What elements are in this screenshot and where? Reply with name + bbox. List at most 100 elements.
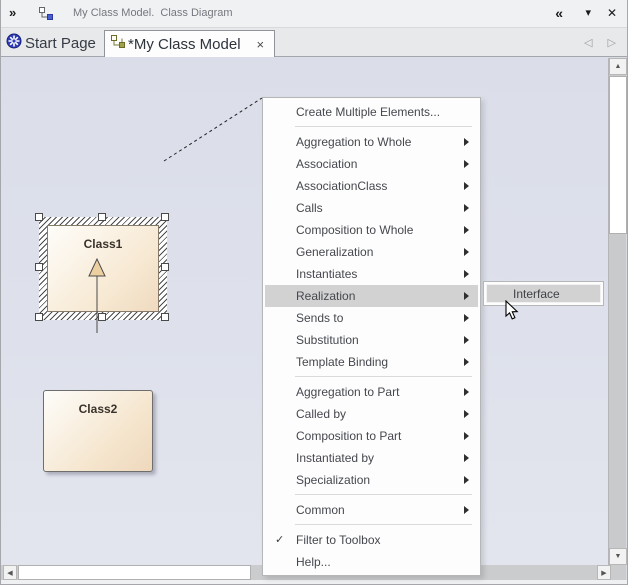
menu-item-sends-to[interactable]: Sends to: [265, 307, 478, 329]
menu-item-common[interactable]: Common: [265, 499, 478, 521]
resize-handle[interactable]: [161, 213, 169, 221]
submenu-arrow-icon: [464, 336, 469, 344]
tab-scroll-arrows-icon[interactable]: ◁ ▷: [584, 37, 622, 49]
dropdown-arrow-icon[interactable]: ▾: [585, 7, 591, 19]
submenu-arrow-icon: [464, 506, 469, 514]
menu-item-label: Instantiates: [296, 267, 358, 281]
resize-handle[interactable]: [98, 313, 106, 321]
resize-handle[interactable]: [35, 263, 43, 271]
menu-item-label: Realization: [296, 289, 356, 303]
submenu-arrow-icon: [464, 226, 469, 234]
tab-label[interactable]: *My Class Model: [128, 35, 241, 53]
vertical-scrollbar[interactable]: ▲ ▼: [608, 58, 627, 565]
menu-item-label: Generalization: [296, 245, 374, 259]
horizontal-scrollbar-thumb[interactable]: [18, 565, 251, 580]
menu-separator: [295, 126, 472, 127]
menu-item-composition-to-whole[interactable]: Composition to Whole: [265, 219, 478, 241]
start-page-icon: [6, 33, 22, 54]
status-strip: [1, 580, 627, 584]
menu-item-associationclass[interactable]: AssociationClass: [265, 175, 478, 197]
submenu-arrow-icon: [464, 248, 469, 256]
menu-item-called-by[interactable]: Called by: [265, 403, 478, 425]
class-name-label: Class2: [78, 402, 118, 416]
resize-handle[interactable]: [98, 213, 106, 221]
tab-start-page[interactable]: Start Page: [3, 30, 102, 57]
menu-item-label: AssociationClass: [296, 179, 388, 193]
submenu-arrow-icon: [464, 314, 469, 322]
window-title: My Class Model. Class Diagram: [73, 7, 233, 19]
menu-item-label: Filter to Toolbox: [296, 533, 381, 547]
submenu-arrow-icon: [464, 476, 469, 484]
submenu-arrow-icon: [464, 454, 469, 462]
menu-item-label: Aggregation to Part: [296, 385, 400, 399]
menu-item-create-multiple-elements[interactable]: Create Multiple Elements...: [265, 101, 478, 123]
menu-item-label: Calls: [296, 201, 323, 215]
resize-handle[interactable]: [35, 313, 43, 321]
submenu-arrow-icon: [464, 358, 469, 366]
menu-item-generalization[interactable]: Generalization: [265, 241, 478, 263]
class-diagram-icon: [111, 35, 125, 53]
tab-bar: Start Page *My Class Model × ◁ ▷: [1, 28, 627, 57]
submenu-arrow-icon: [464, 432, 469, 440]
submenu-item-interface[interactable]: Interface: [486, 284, 601, 303]
overflow-chevrons-icon[interactable]: »: [9, 5, 17, 20]
scroll-right-icon[interactable]: ▶: [597, 565, 611, 580]
class-name-label: Class1: [83, 237, 123, 251]
menu-item-template-binding[interactable]: Template Binding: [265, 351, 478, 373]
menu-item-label: Specialization: [296, 473, 371, 487]
submenu-arrow-icon: [464, 388, 469, 396]
menu-item-aggregation-to-part[interactable]: Aggregation to Part: [265, 381, 478, 403]
class1-element[interactable]: Class1: [47, 225, 159, 312]
menu-item-instantiates[interactable]: Instantiates: [265, 263, 478, 285]
class2-element[interactable]: Class2: [43, 390, 153, 472]
menu-item-label: Sends to: [296, 311, 344, 325]
collapse-panel-icon[interactable]: «: [555, 5, 563, 21]
menu-item-label: Create Multiple Elements...: [296, 105, 441, 119]
menu-item-composition-to-part[interactable]: Composition to Part: [265, 425, 478, 447]
title-bar: » My Class Model. Class Diagram « ▾ ✕: [1, 0, 627, 28]
menu-separator: [295, 524, 472, 525]
context-menu: Create Multiple Elements... Aggregation t…: [262, 97, 481, 576]
menu-item-label: Association: [296, 157, 358, 171]
resize-handle[interactable]: [161, 313, 169, 321]
submenu-arrow-icon: [464, 160, 469, 168]
selection-frame: Class1: [35, 213, 169, 321]
submenu-arrow-icon: [464, 138, 469, 146]
vertical-scrollbar-thumb[interactable]: [609, 76, 627, 234]
scroll-up-icon[interactable]: ▲: [609, 58, 627, 75]
close-window-icon[interactable]: ✕: [606, 6, 617, 20]
tab-label[interactable]: Start Page: [25, 35, 96, 52]
close-tab-icon[interactable]: ×: [256, 36, 265, 52]
diagram-icon: [39, 7, 53, 25]
menu-item-aggregation-to-whole[interactable]: Aggregation to Whole: [265, 131, 478, 153]
menu-separator: [295, 494, 472, 495]
menu-item-instantiated-by[interactable]: Instantiated by: [265, 447, 478, 469]
menu-item-help[interactable]: Help...: [265, 551, 478, 573]
menu-item-label: Composition to Whole: [296, 223, 414, 237]
menu-item-label: Aggregation to Whole: [296, 135, 412, 149]
submenu-arrow-icon: [464, 182, 469, 190]
menu-item-label: Help...: [296, 555, 331, 569]
menu-item-association[interactable]: Association: [265, 153, 478, 175]
submenu-arrow-icon: [464, 204, 469, 212]
menu-item-realization[interactable]: Realization: [265, 285, 478, 307]
menu-item-specialization[interactable]: Specialization: [265, 469, 478, 491]
mouse-cursor: [505, 300, 519, 320]
tab-my-class-model[interactable]: *My Class Model ×: [104, 30, 276, 57]
resize-handle[interactable]: [161, 263, 169, 271]
menu-item-label: Template Binding: [296, 355, 389, 369]
menu-item-filter-to-toolbox[interactable]: ✓ Filter to Toolbox: [265, 529, 478, 551]
menu-item-label: Substitution: [296, 333, 359, 347]
menu-item-label: Instantiated by: [296, 451, 375, 465]
scroll-left-icon[interactable]: ◀: [3, 565, 17, 580]
submenu-arrow-icon: [464, 410, 469, 418]
context-submenu: Interface: [483, 281, 604, 306]
menu-item-calls[interactable]: Calls: [265, 197, 478, 219]
checkmark-icon: ✓: [275, 534, 285, 546]
menu-separator: [295, 376, 472, 377]
menu-item-substitution[interactable]: Substitution: [265, 329, 478, 351]
menu-item-label: Common: [296, 503, 345, 517]
resize-handle[interactable]: [35, 213, 43, 221]
scroll-down-icon[interactable]: ▼: [609, 548, 627, 565]
